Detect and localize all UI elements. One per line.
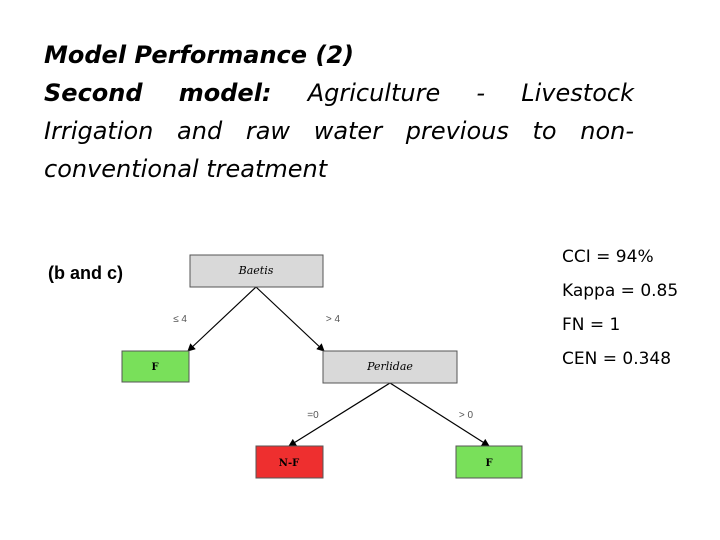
subtitle-word: water <box>313 117 383 145</box>
metric-cci: CCI = 94% <box>562 247 654 267</box>
subtitle-word: and <box>177 117 223 145</box>
node-left-leaf: F <box>121 350 190 383</box>
subtitle-word: to <box>532 117 557 145</box>
node-leaf-f-label: F <box>485 458 492 469</box>
edge-root-right <box>255 286 325 352</box>
subtitle-line-3: conventional treatment <box>44 155 328 183</box>
subtitle-word: non- <box>580 117 634 145</box>
edge-label-inner-left: =0 <box>307 410 319 421</box>
edge-inner-right <box>389 382 490 447</box>
node-inner-label: Perlidae <box>366 360 413 373</box>
subtitle-line-2: Irrigation and raw water previous to non… <box>44 112 634 150</box>
node-leaf-f: F <box>455 445 523 479</box>
node-left-leaf-label: F <box>151 362 158 373</box>
subtitle-word: previous <box>405 117 509 145</box>
subtitle-word: model: <box>178 79 272 107</box>
node-root-label: Baetis <box>238 264 274 277</box>
subtitle-word: raw <box>245 117 291 145</box>
slide-title: Model Performance (2) <box>44 41 355 69</box>
node-leaf-nf-label: N-F <box>279 458 299 469</box>
subtitle-line-1: Second model: Agriculture - Livestock <box>44 74 634 112</box>
subtitle-word: Agriculture <box>307 79 441 107</box>
metric-cen: CEN = 0.348 <box>562 349 672 369</box>
metric-fn: FN = 1 <box>562 315 621 335</box>
edge-label-root-left: ≤ 4 <box>173 314 187 325</box>
edge-label-root-right: > 4 <box>326 314 341 325</box>
edge-root-left <box>187 286 257 352</box>
node-inner: Perlidae <box>322 350 458 384</box>
metric-kappa: Kappa = 0.85 <box>562 281 679 301</box>
node-leaf-nf: N-F <box>255 445 324 479</box>
edge-inner-left <box>288 382 391 447</box>
node-root: Baetis <box>189 254 324 288</box>
subtitle-word: Second <box>44 79 143 107</box>
subtitle-word: Livestock <box>521 79 634 107</box>
metrics-panel: CCI = 94% Kappa = 0.85 FN = 1 CEN = 0.34… <box>562 240 678 376</box>
slide-title-block: Model Performance (2) Second model: Agri… <box>44 36 634 188</box>
subtitle-word: Irrigation <box>44 117 154 145</box>
panel-label: (b and c) <box>48 263 123 283</box>
subtitle-word: - <box>476 79 486 107</box>
edge-label-inner-right: > 0 <box>459 410 474 421</box>
